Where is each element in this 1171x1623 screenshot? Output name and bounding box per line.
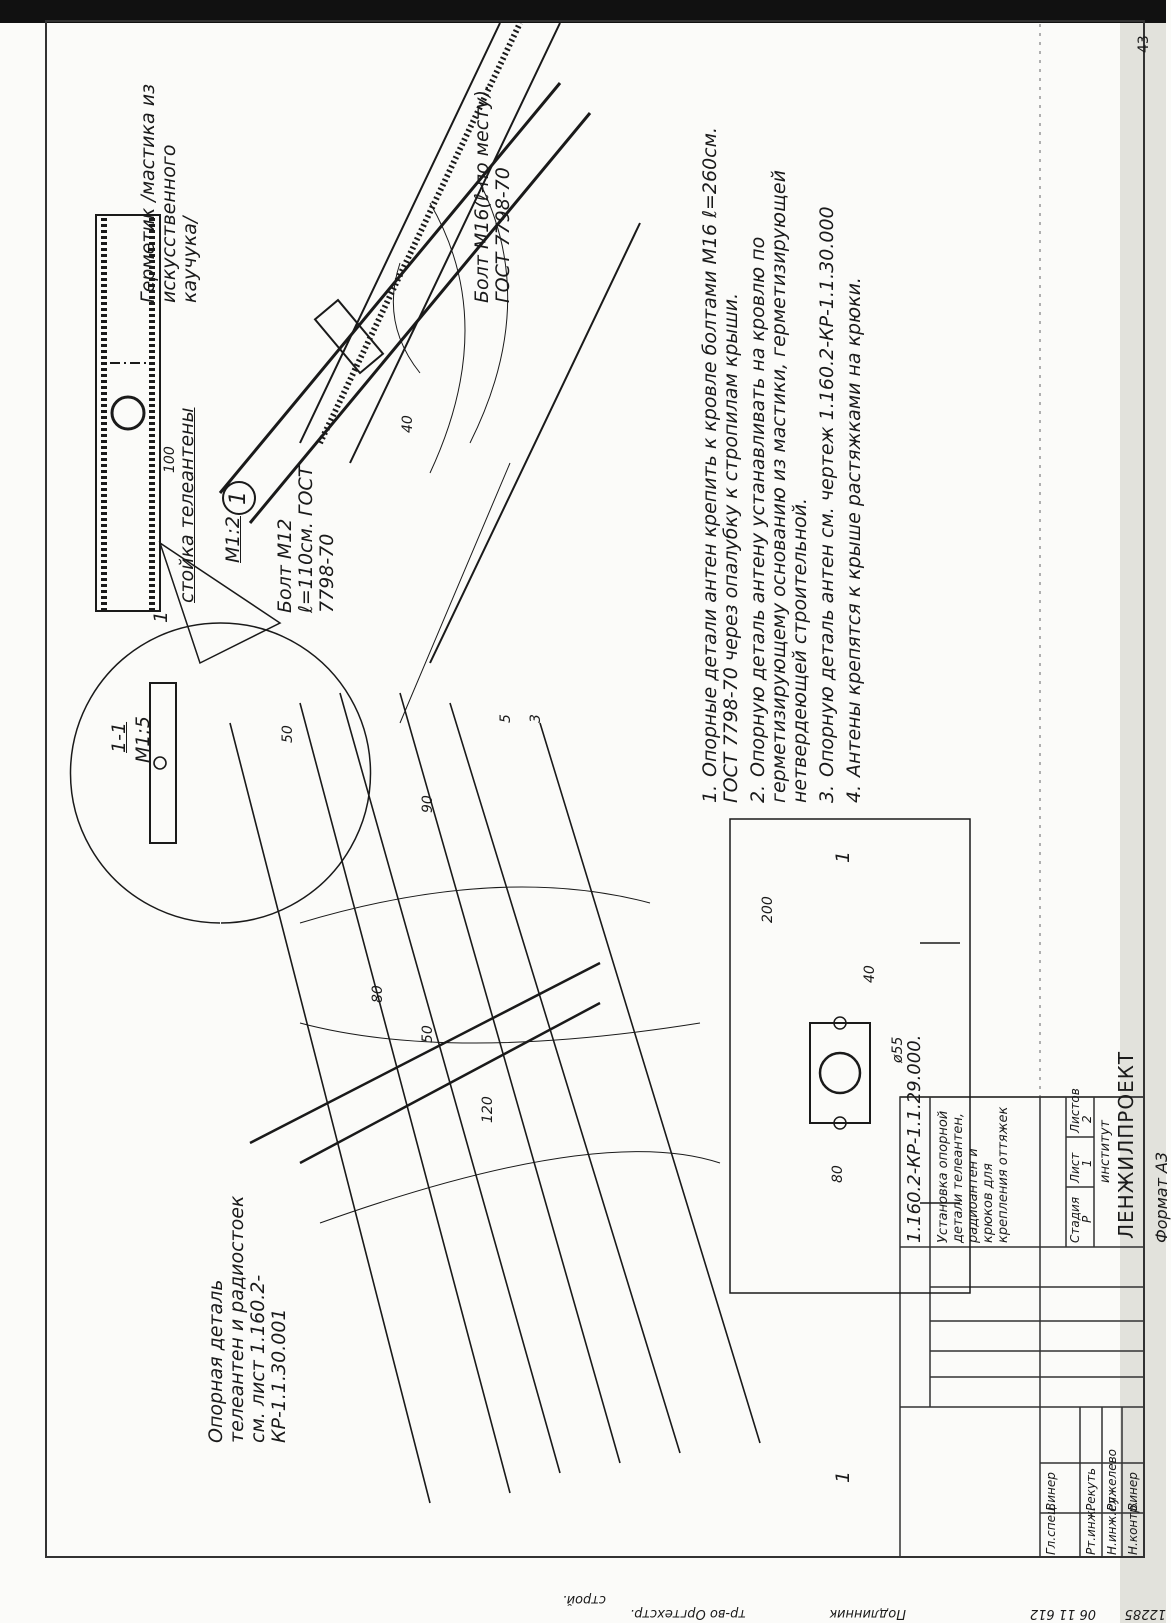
section-title: 1-1 — [108, 721, 130, 753]
dim-40b: 40 — [862, 965, 878, 983]
note-1: 1.Опорные детали антен крепить к кровле … — [699, 127, 742, 803]
detail-scale: М1:2 — [222, 516, 244, 563]
sealant-label: Герметик /мастика из искусственного кауч… — [137, 83, 201, 303]
staff-name-2: Рекуть — [1084, 1467, 1098, 1511]
note-2: 2.Опорную деталь антену устанавливать на… — [747, 170, 811, 803]
staff-role-2: Рт.инж. — [1084, 1506, 1098, 1555]
section-scale: М1:5 — [132, 716, 154, 763]
institute-name: ЛЕНЖИЛПРОЕКТ — [1114, 1050, 1138, 1239]
roof-section — [158, 21, 641, 724]
frame-border — [45, 20, 1145, 1558]
dim-100: 100 — [162, 446, 178, 473]
title-block-grid — [899, 1096, 1145, 1558]
dim-50b: 50 — [420, 1025, 436, 1043]
notes-block: 1.Опорные детали антен крепить к кровле … — [699, 83, 865, 803]
dim-5: 5 — [498, 714, 514, 723]
note-4: 4.Антены крепятся к крыше растяжками на … — [843, 277, 865, 803]
plan-view — [729, 818, 971, 1294]
format-label: Формат А3 — [1152, 1151, 1171, 1243]
stage-value: Р — [1080, 1215, 1094, 1223]
dim-80: 80 — [370, 985, 386, 1003]
sheet-value: 1 — [1080, 1159, 1094, 1167]
mast-tube — [95, 214, 161, 612]
staff-name-3: Ружелево — [1105, 1449, 1119, 1511]
dim-50a: 50 — [280, 725, 296, 743]
section-beams — [69, 622, 761, 1504]
stamp-num2: 06 11 612 — [1029, 1606, 1096, 1621]
note-3: 3.Опорную деталь антен см. чертеж 1.160.… — [816, 206, 838, 803]
page-number: 43 — [1136, 35, 1152, 53]
stamp-row3: Подлинник — [829, 1606, 906, 1621]
stamp-row2: тр-во Оргтехстр. — [630, 1606, 746, 1621]
staff-name-4: Винер — [1126, 1472, 1140, 1511]
drawing-title: Установка опорной детали телеантен, ради… — [936, 1106, 1011, 1243]
drawing-code: 1.160.2-КР-1.1.29.000. — [904, 1034, 925, 1243]
mast-label: стойка телеантены — [176, 407, 198, 603]
scan-edge-top — [0, 0, 1166, 23]
sheets-value: 2 — [1080, 1115, 1094, 1123]
stamp-num1: 12285 — [1124, 1606, 1166, 1621]
cut-mark-top: 1 — [832, 850, 854, 863]
detail-mark: 1 — [222, 481, 256, 515]
staff-name-1: Винер — [1044, 1472, 1058, 1511]
stamp-row1: строй. — [562, 1592, 606, 1607]
staff-role-1: Гл.спец. — [1044, 1503, 1058, 1555]
callout-1: 1 — [150, 610, 172, 623]
bolt-m12-label: Болт М12 ℓ=110см. ГОСТ 7798-70 — [274, 465, 338, 613]
staff-role-4: Н.контр. — [1126, 1501, 1140, 1555]
dim-90: 90 — [420, 795, 436, 813]
dim-3: 3 — [528, 714, 544, 723]
bolt-m16-label: Болт М16(ℓ-по месту). ГОСТ 7798-70 — [471, 84, 514, 303]
archive-stamp: 12285 06 11 612 Подлинник тр-во Оргтехст… — [430, 1590, 1166, 1623]
dim-200: 200 — [760, 896, 776, 923]
staff-role-3: Н.инж.ел. — [1105, 1493, 1119, 1555]
dim-40: 40 — [400, 415, 416, 433]
dim-120: 120 — [480, 1096, 496, 1123]
dim-80b: 80 — [830, 1165, 846, 1183]
institute-label: институт — [1098, 1120, 1113, 1183]
cut-mark-bottom: 1 — [832, 1470, 854, 1483]
support-reference: Опорная деталь телеантен и радиостоек см… — [205, 1195, 290, 1443]
